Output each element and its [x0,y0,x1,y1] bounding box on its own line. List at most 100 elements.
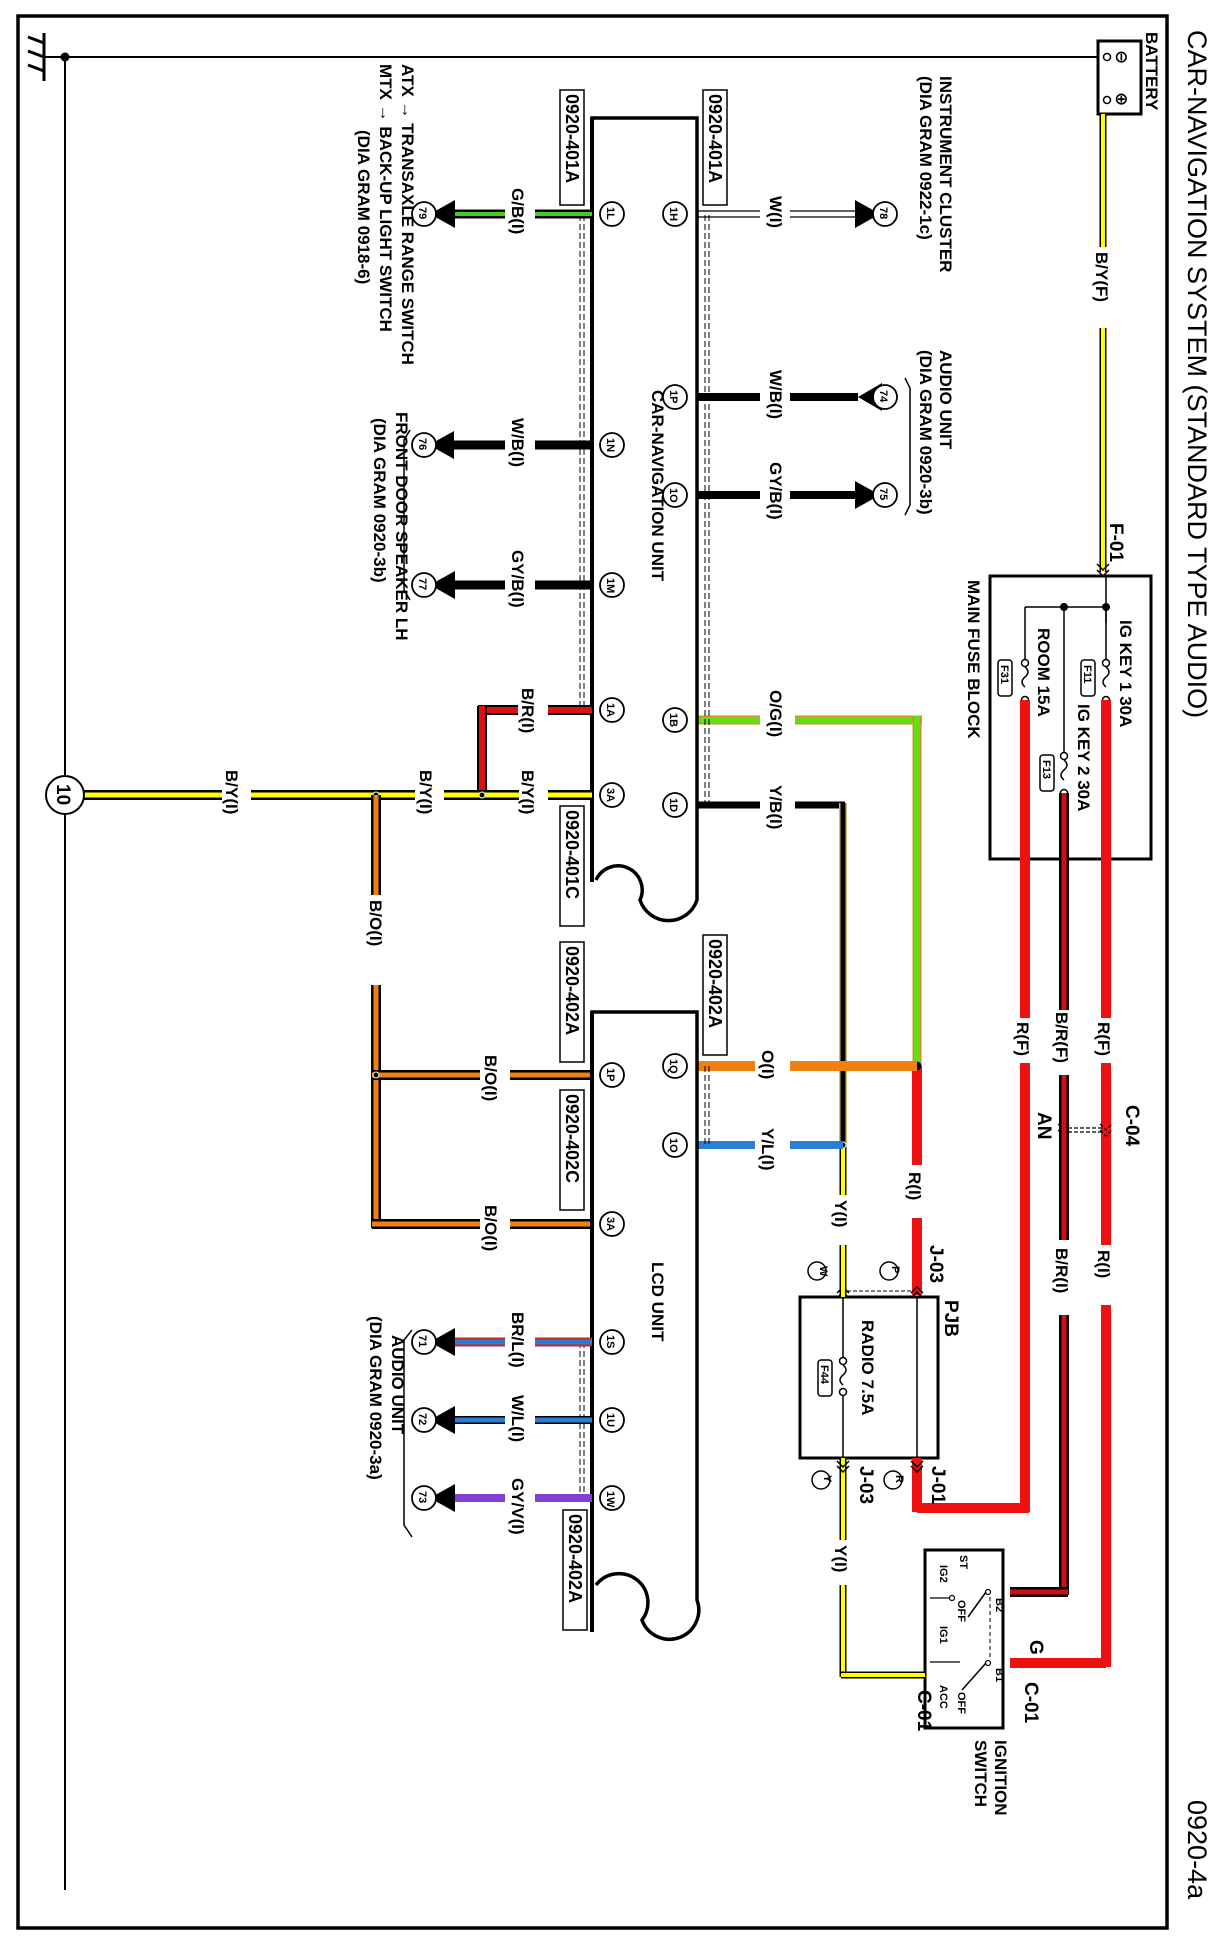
wire-wl-i [430,1406,592,1434]
ref-audio-unit-a-line2: (DIA GRAM 0920-3a) [366,1316,385,1480]
wire-label-br-i-2: B/R(I) [518,688,537,733]
ref-instrument-cluster-line2: (DIA GRAM 0922-1c) [916,76,935,240]
fuse-f44-icon [838,1356,848,1397]
fuse-name-radio: RADIO 7.5A [858,1320,877,1415]
tag-lcd-402c: 0920-402C [559,1089,585,1211]
wire-label-r-i-pjb: R(I) [905,1172,924,1200]
wire-by-i [78,790,592,800]
ref-71: 71 [411,1329,437,1355]
lcd-terminal-1s: 1S [599,1329,625,1355]
connector-j03-bottom: J-03 [855,1466,876,1504]
fuse-name-ig-key-2: IG KEY 2 30A [1074,704,1093,811]
diagram-number: 0920-4a [1182,1800,1212,1900]
wire-wb-i-2 [429,431,592,459]
wire-label-wl-i: W/L(I) [508,1395,527,1442]
ref-72: 72 [411,1407,437,1433]
ref-audio-unit-b-bracket [904,377,911,516]
svg-text:1D: 1D [667,798,679,812]
ref-audio-unit-b-line2: (DIA GRAM 0920-3b) [916,350,935,515]
svg-text:1N: 1N [604,438,616,452]
ref-instrument-cluster-line1: INSTRUMENT CLUSTER [936,76,955,272]
wire-br-i-2 [477,705,592,795]
svg-text:75: 75 [877,488,889,500]
ref-transaxle-line1: ATX → TRANSAXLE RANGE SWITCH [398,64,417,365]
wire-gb-i [430,200,592,228]
nav-terminal-3a: 3A [599,782,625,808]
lcd-unit-label: LCD UNIT [648,1262,667,1342]
nav-terminal-1p: 1P [662,384,688,410]
ref-74: 74 [872,384,898,410]
wire-label-wb-i-1: W/B(I) [766,370,785,419]
ref-73: 73 [411,1485,437,1511]
wire-gyb-i-2 [430,571,592,599]
svg-text:0920-402A: 0920-402A [565,1514,585,1603]
main-fuse-block: F11 F13 F31 IG KEY 1 30A IG KEY 2 30A RO… [988,574,1153,861]
battery-positive-icon: ⊕ [1112,92,1131,106]
connector-an: AN [1033,1112,1054,1139]
connector-j01: J-01 [927,1466,948,1504]
connector-j03-bottom-icon [836,1460,850,1474]
ign-term-b2: B2 [993,1598,1005,1612]
connector-c01-left: C-01 [913,1690,934,1732]
svg-text:0920-402A: 0920-402A [562,946,582,1035]
wire-label-by-i-3: B/Y(I) [222,770,241,814]
pin-y-circle [811,1470,831,1490]
wire-label-gyb-i-1: GY/B(I) [766,462,785,520]
ref-transaxle-line3: (DIA GRAM 0918-6) [354,130,373,284]
lcd-unit [590,1010,701,1642]
nav-terminal-1a: 1A [599,697,625,723]
battery-negative-icon: ⊖ [1112,50,1131,64]
svg-text:76: 76 [416,438,428,450]
tag-nav-401a-bot: 0920-401A [559,89,585,206]
svg-text:1S: 1S [604,1335,616,1348]
ign-term-b1: B1 [993,1668,1005,1682]
ignition-switch-label-2: SWITCH [971,1740,990,1807]
ground-bus [27,33,1100,1890]
nav-terminal-1h: 1H [662,201,688,227]
ref-front-door-bracket [403,429,411,601]
svg-text:1W: 1W [604,1491,616,1508]
svg-text:71: 71 [416,1335,428,1347]
wire-r-f-left [912,700,1030,1513]
svg-text:0920-401A: 0920-401A [562,94,582,183]
svg-text:73: 73 [416,1491,428,1503]
wire-label-by-i-2: B/Y(I) [416,770,435,814]
wire-label-gyv-i: GY/V(I) [508,1478,527,1535]
svg-text:1O: 1O [667,488,679,503]
svg-text:0920-402A: 0920-402A [705,939,725,1028]
wire-bo-i [371,795,592,1229]
svg-text:1O: 1O [667,1138,679,1153]
ign-term-ig1: IG1 [937,1626,949,1644]
nav-terminal-1l: 1L [599,201,625,227]
ref-77: 77 [411,572,437,598]
wire-label-o-i: O(I) [758,1050,777,1079]
connector-c04: C-04 [1121,1105,1142,1147]
pin-p: P [889,1266,901,1273]
pin-r-circle [883,1470,903,1490]
diagram-title: CAR-NAVIGATION SYSTEM (STANDARD TYPE AUD… [1182,30,1212,718]
wire-label-bo-i-2: B/O(I) [481,1055,500,1101]
wire-label-br-f: B/R(F) [1052,1012,1071,1063]
ref-audio-unit-b-line1: AUDIO UNIT [936,350,955,450]
lcd-terminal-1w: 1W [599,1485,625,1511]
ref-78-instrument: 78 [872,201,898,227]
svg-text:74: 74 [877,390,889,403]
wire-label-gb-i: G/B(I) [508,188,527,234]
wire-brl-i [430,1328,592,1356]
nav-terminal-1m: 1M [599,572,625,598]
ign-term-ig2: IG2 [937,1565,949,1583]
wire-gyb-i-1 [697,481,880,509]
wire-label-yl-i: Y/L(I) [758,1128,777,1171]
connector-j03-top: J-03 [925,1245,946,1283]
pjb-box: F44 RADIO 7.5A [798,1295,940,1460]
nav-terminal-1n: 1N [599,432,625,458]
wire-br-f [1010,793,1069,1597]
ign-term-off-2: OFF [955,1692,967,1714]
lcd-terminal-1u: 1U [599,1407,625,1433]
ref-front-door-line1: FRONT DOOR SPEAKER LH [392,412,411,641]
lcd-terminal-1p: 1P [599,1062,625,1088]
ref-79: 79 [411,201,437,227]
wire-label-by-i-1: B/Y(I) [518,770,537,814]
wire-label-w-i: W(I) [766,196,785,228]
